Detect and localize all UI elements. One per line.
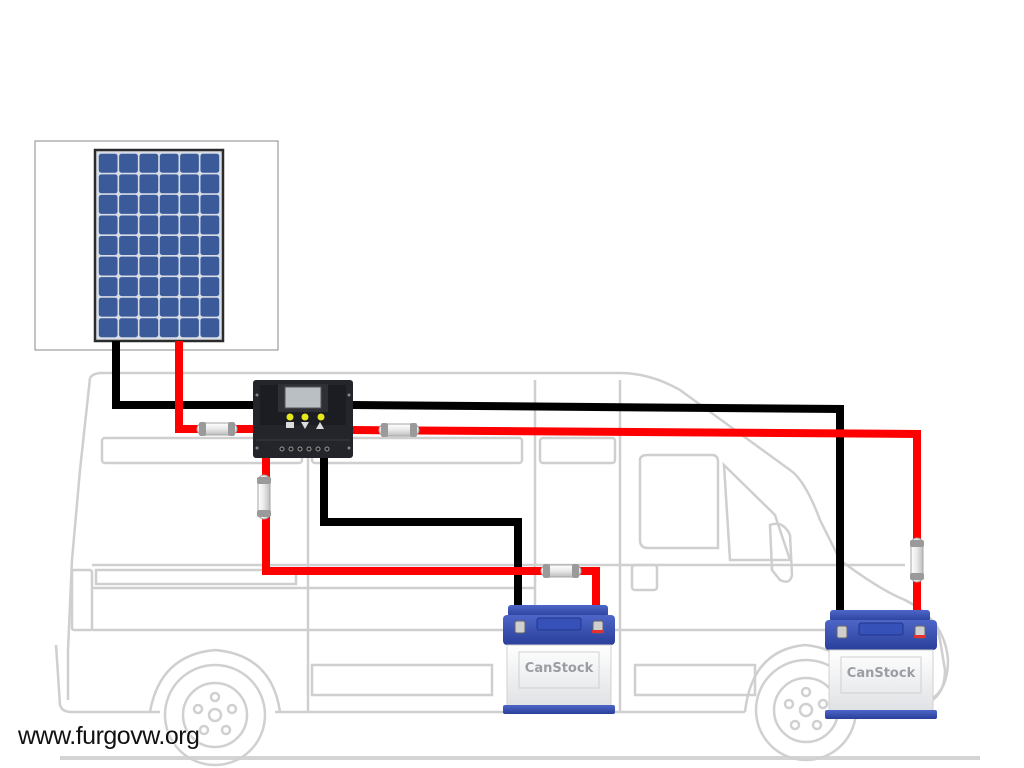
controller-led-1: [286, 413, 294, 421]
battery-2-brand: CanStock: [847, 666, 916, 681]
solar-cell: [180, 194, 199, 214]
solar-cell: [119, 174, 138, 194]
fuse-controller-battery2: [378, 423, 420, 437]
solar-cell: [119, 236, 138, 255]
battery-1: CanStock: [503, 605, 615, 714]
solar-cell: [139, 277, 159, 297]
controller-led-2: [301, 413, 309, 421]
solar-cell: [139, 174, 159, 194]
wire-panel-positive: [175, 341, 258, 433]
controller-led-3: [317, 413, 325, 421]
solar-cell: [119, 277, 138, 297]
solar-cell: [180, 215, 199, 235]
solar-cell: [119, 153, 138, 173]
solar-cell: [119, 215, 138, 235]
controller-terminals: [279, 446, 330, 452]
solar-cell: [98, 277, 118, 297]
battery-1-negative-terminal: [514, 620, 526, 634]
fuse-controller-battery1-vertical: [257, 474, 271, 520]
solar-cell: [139, 236, 159, 255]
solar-cell: [98, 297, 118, 317]
controller-lcd: [284, 386, 322, 409]
battery-2: CanStock: [825, 610, 937, 719]
load-indicator-icon: [301, 422, 309, 429]
solar-cell: [180, 153, 199, 173]
solar-cell: [180, 318, 199, 338]
solar-cell: [180, 256, 199, 276]
solar-cell: [98, 318, 118, 338]
solar-cell: [159, 256, 179, 276]
battery-1-brand: CanStock: [525, 661, 594, 676]
solar-cell: [159, 174, 179, 194]
solar-cell: [159, 194, 179, 214]
solar-cell: [200, 256, 220, 276]
solar-cell: [139, 297, 159, 317]
solar-cell: [200, 215, 220, 235]
solar-cell: [200, 318, 220, 338]
solar-cell: [98, 256, 118, 276]
solar-cell: [119, 297, 138, 317]
solar-panel: [34, 140, 279, 351]
rear-wheel: [163, 663, 267, 767]
solar-cell: [119, 318, 138, 338]
solar-cell: [159, 297, 179, 317]
solar-cell: [200, 194, 220, 214]
solar-indicator-icon: [286, 422, 294, 428]
solar-cell: [98, 236, 118, 255]
fuse-battery1: [540, 564, 582, 578]
solar-cell: [200, 174, 220, 194]
battery-2-negative-terminal: [836, 625, 848, 639]
solar-cell: [139, 215, 159, 235]
battery-indicator-icon: [316, 422, 324, 429]
fuse-battery2: [910, 537, 924, 583]
solar-cell: [180, 236, 199, 255]
solar-cell: [200, 297, 220, 317]
solar-cell: [119, 256, 138, 276]
solar-cell: [98, 194, 118, 214]
solar-cell: [200, 236, 220, 255]
solar-cell: [159, 277, 179, 297]
solar-cell: [200, 153, 220, 173]
solar-cell: [159, 215, 179, 235]
wire-panel-negative: [112, 341, 258, 409]
wire-battery2-negative: [351, 401, 844, 614]
solar-cell: [119, 194, 138, 214]
wire-battery1-positive: [262, 455, 600, 608]
solar-cell: [180, 174, 199, 194]
solar-cell: [139, 256, 159, 276]
watermark: www.furgovw.org: [18, 722, 200, 750]
solar-cell: [98, 215, 118, 235]
charge-controller: [253, 380, 353, 458]
solar-cell: [139, 153, 159, 173]
wire-battery1-negative: [320, 455, 522, 608]
solar-cell: [98, 153, 118, 173]
solar-cell: [200, 277, 220, 297]
solar-cell: [139, 194, 159, 214]
fuse-panel-controller: [196, 422, 238, 436]
solar-cell: [159, 153, 179, 173]
solar-cell: [180, 297, 199, 317]
solar-cell: [159, 236, 179, 255]
solar-cell: [180, 277, 199, 297]
solar-cell: [139, 318, 159, 338]
solar-cell: [98, 174, 118, 194]
solar-cell: [159, 318, 179, 338]
